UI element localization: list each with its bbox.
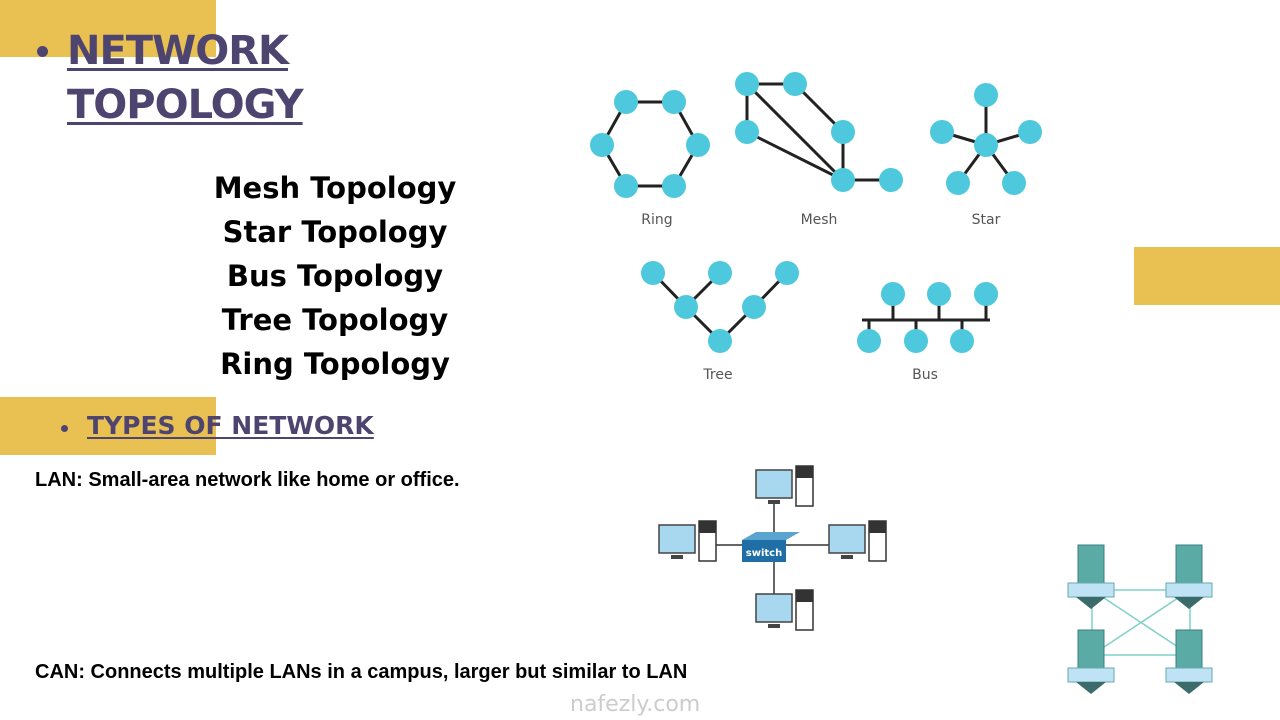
star-label: Star xyxy=(972,212,1001,228)
node-icon xyxy=(857,329,881,353)
page-title: NETWORK TOPOLOGY xyxy=(67,24,304,132)
lan-description: LAN: Small-area network like home or off… xyxy=(35,469,460,491)
list-item: Tree Topology xyxy=(221,303,449,337)
node-icon xyxy=(974,282,998,306)
node-icon xyxy=(950,329,974,353)
lan-diagram: switch xyxy=(658,465,887,631)
computer-icon xyxy=(828,520,887,562)
title-line-1: NETWORK xyxy=(67,28,289,74)
tree-label: Tree xyxy=(702,367,732,383)
node-icon xyxy=(708,329,732,353)
computer-icon xyxy=(755,589,814,631)
switch-icon xyxy=(742,540,786,562)
node-icon xyxy=(946,171,970,195)
node-icon xyxy=(742,295,766,319)
computer-icon xyxy=(658,520,717,562)
bullet-icon xyxy=(37,46,48,57)
computer-icon xyxy=(755,465,814,507)
list-item: Mesh Topology xyxy=(213,171,457,205)
node-icon xyxy=(904,329,928,353)
server-icon xyxy=(1067,629,1115,694)
watermark: nafezly.com xyxy=(570,692,701,717)
switch-label: switch xyxy=(746,548,782,559)
node-icon xyxy=(1002,171,1026,195)
accent-bar-top-left xyxy=(0,0,216,57)
list-item: Ring Topology xyxy=(220,347,450,381)
node-icon xyxy=(674,295,698,319)
node-icon xyxy=(686,133,710,157)
topology-list: Mesh Topology Star Topology Bus Topology… xyxy=(180,166,490,386)
server-icon xyxy=(1165,629,1213,694)
node-icon xyxy=(927,282,951,306)
node-icon xyxy=(590,133,614,157)
can-diagram xyxy=(1067,544,1213,694)
node-icon xyxy=(831,168,855,192)
node-icon xyxy=(831,120,855,144)
node-icon xyxy=(930,120,954,144)
node-icon xyxy=(735,120,759,144)
node-icon xyxy=(879,168,903,192)
node-icon xyxy=(735,72,759,96)
node-icon xyxy=(708,261,732,285)
list-item: Star Topology xyxy=(222,215,448,249)
bus-label: Bus xyxy=(912,367,938,383)
bullet-icon xyxy=(61,425,68,432)
types-heading: TYPES OF NETWORK xyxy=(87,411,374,440)
node-icon xyxy=(974,83,998,107)
title-line-2: TOPOLOGY xyxy=(67,82,304,128)
node-icon xyxy=(662,174,686,198)
accent-bar-right xyxy=(1134,247,1280,305)
server-icon xyxy=(1067,544,1115,609)
node-icon xyxy=(1018,120,1042,144)
list-item: Bus Topology xyxy=(226,259,444,293)
node-icon xyxy=(662,90,686,114)
node-icon xyxy=(614,90,638,114)
node-icon xyxy=(783,72,807,96)
node-icon xyxy=(641,261,665,285)
node-icon xyxy=(775,261,799,285)
node-icon xyxy=(614,174,638,198)
can-description: CAN: Connects multiple LANs in a campus,… xyxy=(35,661,688,683)
accent-bar-left xyxy=(0,397,216,455)
node-icon xyxy=(974,133,998,157)
node-icon xyxy=(881,282,905,306)
mesh-label: Mesh xyxy=(801,212,838,228)
server-icon xyxy=(1165,544,1213,609)
ring-label: Ring xyxy=(641,212,672,228)
